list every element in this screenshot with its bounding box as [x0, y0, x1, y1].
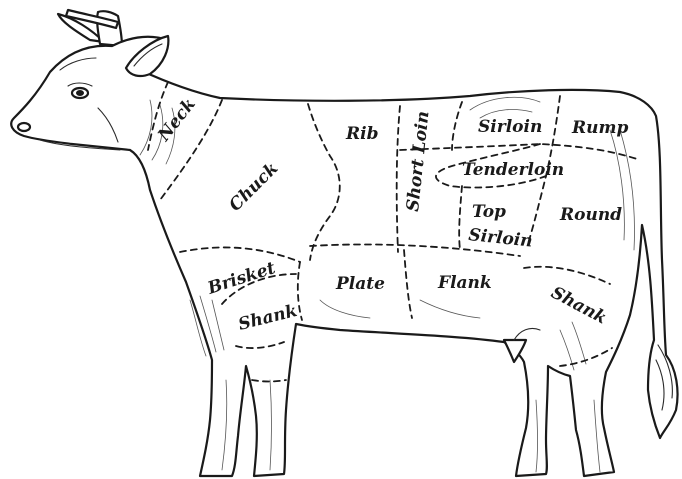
label-tenderloin: Tenderloin [462, 160, 564, 180]
label-sirloin: Sirloin [478, 117, 542, 137]
label-plate: Plate [335, 274, 385, 294]
cow-body-outline [11, 37, 677, 476]
label-flank: Flank [437, 273, 492, 293]
label-rump: Rump [571, 118, 628, 138]
horns [58, 10, 122, 46]
label-rib: Rib [345, 124, 378, 144]
label-round: Round [559, 205, 622, 225]
label-top-sirloin-line1: Top [472, 202, 506, 222]
